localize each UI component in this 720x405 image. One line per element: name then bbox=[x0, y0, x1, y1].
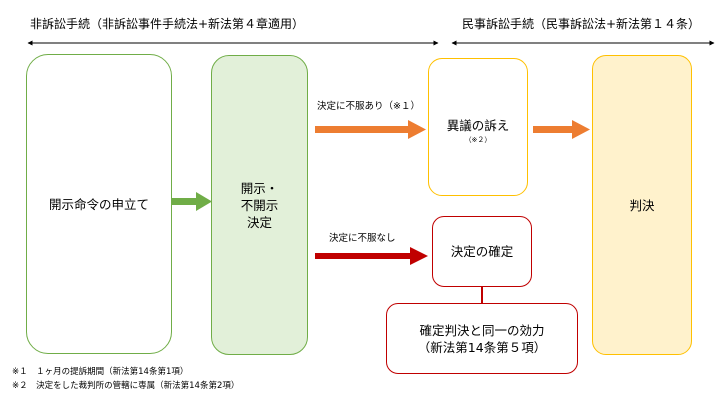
right-procedure-header: 民事訴訟手続（民事訴訟法+新法第１４条） bbox=[462, 17, 701, 31]
finalization-label: 決定の確定 bbox=[450, 244, 514, 259]
petition-to-decision-arrow bbox=[171, 192, 212, 211]
decision-to-finalization-arrow bbox=[315, 247, 428, 265]
petition-label: 開示命令の申立て bbox=[48, 196, 149, 212]
footnote-1: ※１ １ヶ月の提訴期間（新法第14条第1項） bbox=[12, 367, 189, 377]
effect-label: 確定判決と同一の効力 （新法第14条第５項） bbox=[417, 322, 547, 355]
objection-box: 異議の訴え （※２） bbox=[428, 58, 528, 196]
footnote-2: ※２ 決定をした裁判所の管轄に専属（新法第14条第2項） bbox=[12, 381, 240, 391]
decision-label: 開示・ 不開示 決定 bbox=[240, 180, 279, 230]
objection-note: （※２） bbox=[464, 136, 492, 144]
objection-label: 異議の訴え bbox=[446, 118, 510, 133]
effect-box: 確定判決と同一の効力 （新法第14条第５項） bbox=[386, 303, 578, 374]
decision-box: 開示・ 不開示 決定 bbox=[211, 55, 308, 355]
decision-to-objection-arrow bbox=[315, 120, 426, 139]
left-procedure-header: 非訴訟手続（非訴訟事件手続法+新法第４章適用） bbox=[30, 17, 305, 31]
judgment-label: 判決 bbox=[629, 197, 655, 213]
finalization-box: 決定の確定 bbox=[432, 216, 532, 287]
petition-box: 開示命令の申立て bbox=[26, 54, 172, 354]
lower-arrow-label: 決定に不服なし bbox=[329, 233, 396, 244]
objection-to-judgment-arrow bbox=[533, 120, 590, 139]
judgment-box: 判決 bbox=[592, 55, 692, 355]
upper-arrow-label: 決定に不服あり（※１） bbox=[317, 101, 420, 112]
